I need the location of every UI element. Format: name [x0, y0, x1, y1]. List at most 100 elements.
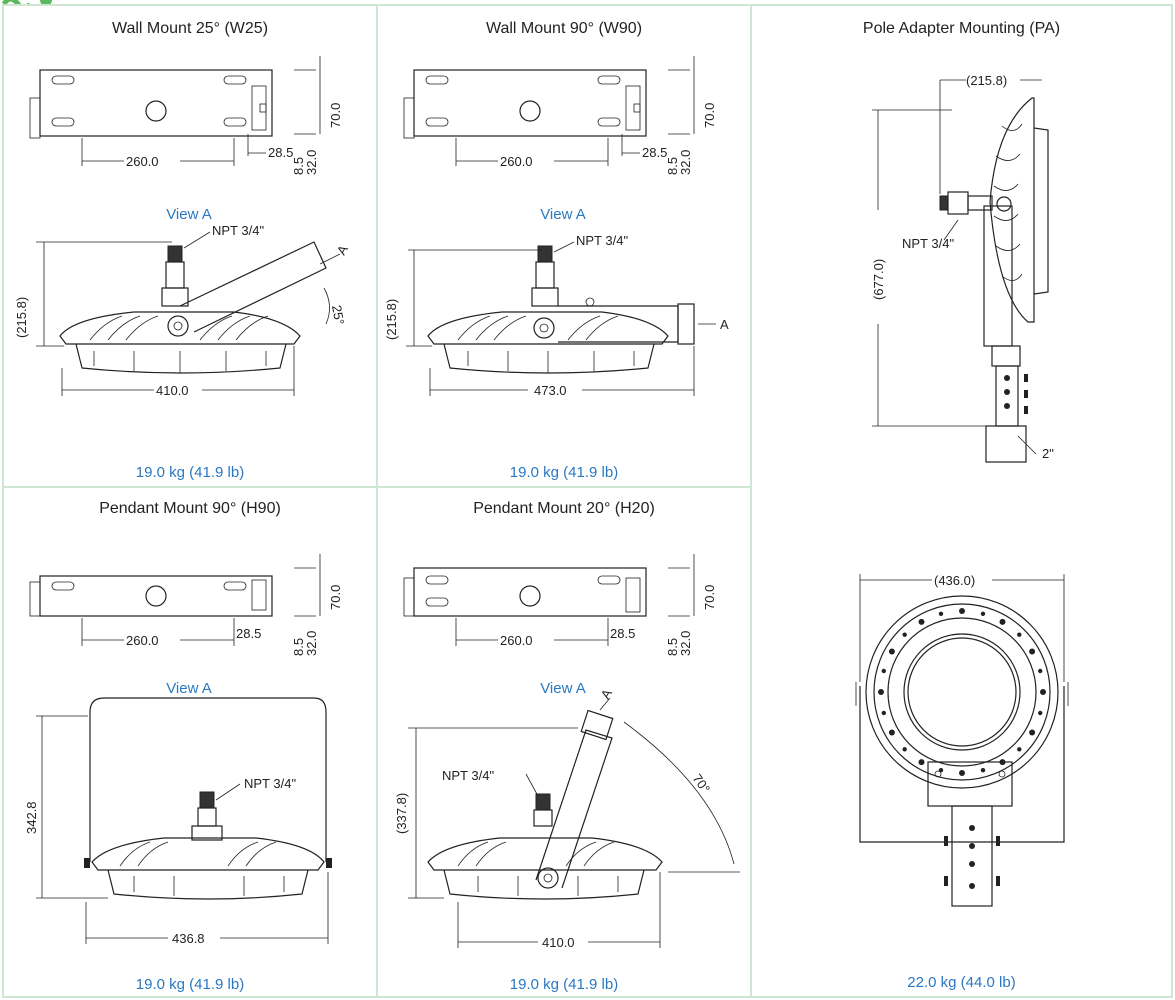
bolt-mark — [878, 689, 884, 695]
dim-d3: 70.0 — [702, 103, 717, 128]
bolt-mark — [1038, 668, 1043, 674]
bolt-mark — [959, 608, 965, 614]
dim-top: (215.8) — [966, 73, 1007, 88]
dim-width: 436.8 — [172, 931, 205, 946]
dim-bracket-length: 260.0 — [500, 633, 533, 648]
bolt-mark — [1017, 747, 1022, 752]
bolt-mark — [938, 611, 944, 616]
cell-pole-adapter: Pole Adapter Mounting (PA) — [750, 4, 1173, 998]
dim-width: 410.0 — [542, 935, 575, 950]
cell-pendant-mount-90: Pendant Mount 90° (H90) 260.0 28.5 8.5 3… — [2, 486, 378, 998]
dim-d2: 32.0 — [304, 631, 319, 656]
dim-d3: 70.0 — [328, 103, 343, 128]
bolt-mark — [918, 618, 925, 625]
weight-label: 19.0 kg (41.9 lb) — [135, 976, 245, 993]
dim-angle: 70° — [690, 771, 714, 796]
bolt-mark — [902, 747, 907, 752]
thread-callout: NPT 3/4" — [442, 768, 494, 783]
view-arrow-label: A — [720, 317, 729, 332]
bolt-mark — [881, 710, 886, 716]
cell-wall-mount-90: Wall Mount 90° (W90) 260.0 28.5 8 — [376, 4, 752, 488]
side-view-dims: NPT 3/4" (215.8) 410.0 25° A — [14, 223, 351, 398]
pole-adapter-front-view — [855, 574, 1069, 907]
bolt-mark — [881, 668, 886, 674]
bolt-mark — [888, 729, 895, 736]
thread-callout: NPT 3/4" — [244, 776, 296, 791]
dim-diameter: (436.0) — [934, 573, 975, 588]
view-a-bracket-drawing — [403, 56, 695, 166]
dim-d1: 8.5 — [291, 157, 306, 175]
view-a-bracket-drawing — [403, 554, 695, 646]
bolt-mark — [918, 759, 925, 766]
view-a-label: View A — [166, 680, 212, 697]
thread-callout: NPT 3/4" — [212, 223, 264, 238]
bolt-mark — [1029, 729, 1036, 736]
dim-bracket-length: 260.0 — [126, 154, 159, 169]
luminaire-pendant-view — [36, 697, 332, 944]
dim-d2: 32.0 — [678, 631, 693, 656]
cell-title: Pendant Mount 90° (H90) — [99, 500, 281, 517]
cell-title: Pole Adapter Mounting (PA) — [862, 20, 1061, 37]
dim-d3: 70.0 — [328, 585, 343, 610]
dim-slot: 28.5 — [236, 626, 261, 641]
view-a-bracket-drawing — [29, 56, 321, 166]
dim-height: 342.8 — [24, 801, 39, 834]
view-arrow-label: A — [598, 686, 615, 701]
pole-adapter-side-view — [872, 79, 1049, 463]
dim-d1: 8.5 — [665, 157, 680, 175]
view-a-label: View A — [540, 680, 586, 697]
dim-slot: 28.5 — [268, 145, 293, 160]
dim-bracket-length: 260.0 — [126, 633, 159, 648]
cell-wall-mount-25: Wall Mount 25° (W25) 260.0 — [2, 4, 378, 488]
bolt-mark — [1038, 710, 1043, 716]
weight-label: 22.0 kg (44.0 lb) — [907, 974, 1016, 991]
bolt-mark — [980, 611, 986, 616]
pole-adapter-front-dims: (436.0) — [934, 573, 975, 588]
bolt-mark — [999, 618, 1006, 625]
view-a-dims: 260.0 28.5 8.5 32.0 70.0 — [126, 103, 343, 175]
luminaire-side-view — [36, 231, 341, 396]
dim-d1: 8.5 — [291, 638, 306, 656]
bolt-mark — [1017, 632, 1022, 637]
dim-d3: 70.0 — [702, 585, 717, 610]
pendant-tilt-view-dims: NPT 3/4" (337.8) 410.0 70° A — [394, 686, 714, 950]
bolt-mark — [888, 648, 895, 655]
view-arrow-label: A — [334, 242, 351, 257]
dim-bracket-length: 260.0 — [500, 154, 533, 169]
side-view-dims: NPT 3/4" (215.8) 473.0 A — [384, 233, 729, 398]
pole-size: 2" — [1042, 446, 1054, 461]
dim-height: (215.8) — [384, 299, 399, 340]
bolt-mark — [959, 770, 965, 776]
cell-title: Wall Mount 90° (W90) — [485, 20, 643, 37]
cell-title: Wall Mount 25° (W25) — [111, 20, 269, 37]
luminaire-side-view — [406, 241, 716, 396]
view-a-bracket-drawing — [29, 554, 321, 646]
bolt-mark — [980, 768, 986, 773]
cell-pendant-mount-20: Pendant Mount 20° (H20) 260.0 28.5 8.5 3… — [376, 486, 752, 998]
view-a-dims: 260.0 28.5 8.5 32.0 70.0 — [500, 103, 717, 175]
dim-angle: 25° — [329, 304, 347, 326]
dim-d1: 8.5 — [665, 638, 680, 656]
thread-callout: NPT 3/4" — [576, 233, 628, 248]
dim-slot: 28.5 — [642, 145, 667, 160]
weight-label: 19.0 kg (41.9 lb) — [135, 464, 245, 481]
luminaire-pendant-tilt-view — [408, 697, 740, 948]
bolt-mark — [902, 632, 907, 637]
pole-adapter-side-dims: (215.8) (677.0) NPT 3/4" 2" — [871, 73, 1054, 461]
dim-height: (337.8) — [394, 793, 409, 834]
dim-height: (677.0) — [871, 259, 886, 300]
dim-slot: 28.5 — [610, 626, 635, 641]
weight-label: 19.0 kg (41.9 lb) — [509, 976, 619, 993]
view-a-dims: 260.0 28.5 8.5 32.0 70.0 — [500, 585, 717, 656]
bolt-mark — [1040, 689, 1046, 695]
view-a-label: View A — [166, 206, 212, 223]
cell-title: Pendant Mount 20° (H20) — [473, 500, 655, 517]
view-a-label: View A — [540, 206, 586, 223]
dim-d2: 32.0 — [304, 150, 319, 175]
dim-height: (215.8) — [14, 297, 29, 338]
pendant-view-dims: NPT 3/4" 342.8 436.8 — [24, 776, 296, 946]
dim-width: 473.0 — [534, 383, 567, 398]
bolt-mark — [1029, 648, 1036, 655]
thread-callout: NPT 3/4" — [902, 236, 954, 251]
